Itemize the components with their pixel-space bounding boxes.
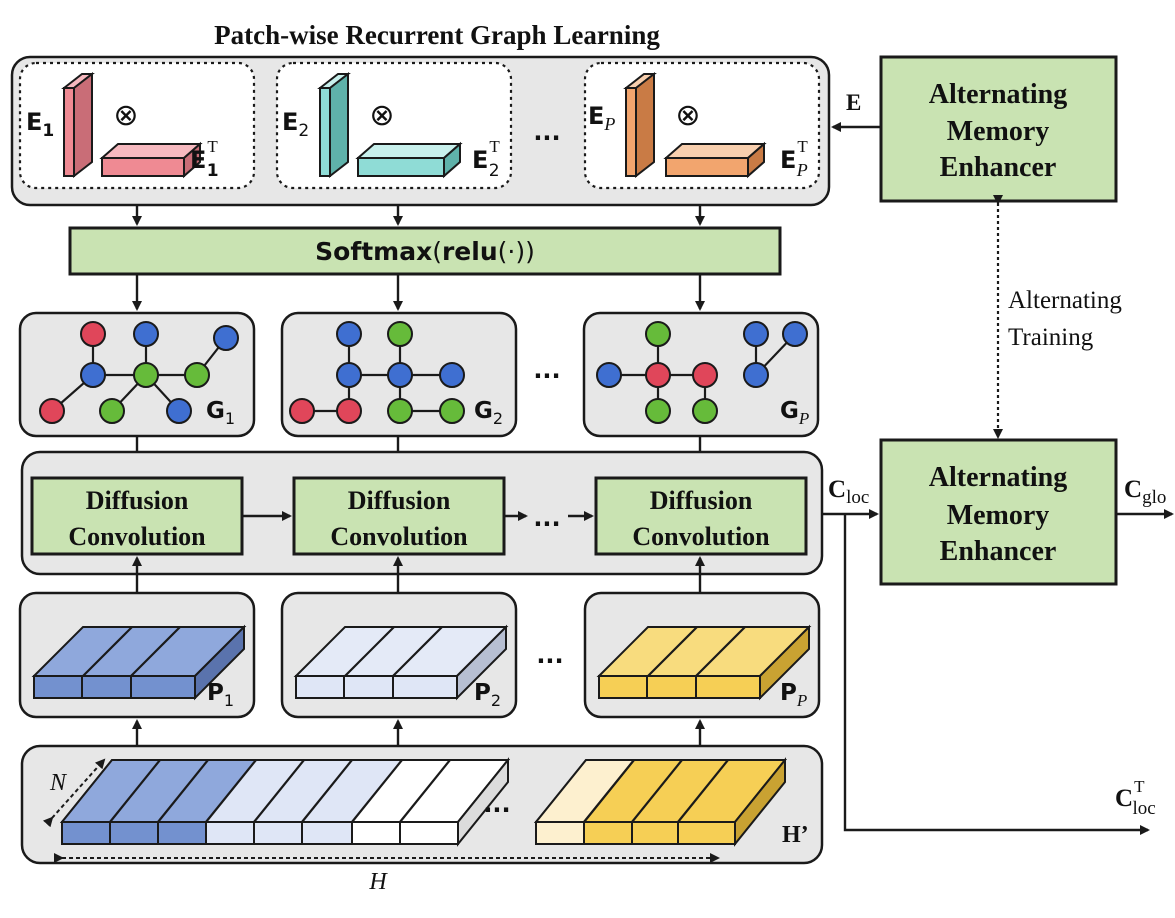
patch-label: P	[780, 680, 797, 706]
svg-text:Cglo: Cglo	[1124, 476, 1166, 508]
c-glo-label: C	[1124, 476, 1142, 503]
svg-text:G1: G1	[206, 398, 235, 428]
graph-label: G	[780, 398, 799, 424]
alternating-training-line1: Alternating	[1008, 287, 1122, 314]
graph-panel-2: G2	[280, 311, 518, 438]
embedding-transpose-label: E	[472, 146, 488, 174]
hidden-representation-label: H’	[782, 822, 809, 848]
dimension-n-label: N	[49, 770, 68, 796]
embedding-transpose-sub: 1	[207, 161, 219, 181]
c-glo-subscript: glo	[1142, 487, 1166, 508]
patch-panel-p: PP	[583, 591, 821, 719]
diffusion-label-line1: Diffusion	[348, 486, 451, 515]
hidden-panel: ... N H H’	[20, 744, 824, 895]
diffusion-label-line2: Convolution	[632, 522, 770, 551]
c-loc-t-superscript: T	[1134, 777, 1145, 796]
memory-enhancer-top	[879, 55, 1118, 203]
patch-subscript: 1	[224, 691, 234, 710]
diffusion-ellipsis: ...	[533, 504, 560, 532]
softmax-label: Softmax	[315, 237, 432, 266]
embedding-subscript: 1	[42, 121, 54, 141]
embedding-label: E	[588, 102, 604, 130]
embedding-transpose-sup: T	[207, 137, 218, 156]
diffusion-label-line1: Diffusion	[86, 486, 189, 515]
memory-enhancer-bottom-line1: Alternating	[929, 462, 1067, 493]
embedding-transpose-sup: T	[797, 137, 808, 156]
memory-enhancer-top-line3: Enhancer	[940, 152, 1057, 183]
c-loc-label: C	[828, 476, 846, 503]
otimes-symbol: ⊗	[675, 98, 700, 133]
embedding-label: E	[26, 108, 42, 136]
graph-panel-1: G1	[18, 311, 256, 438]
embedding-e-label: E	[846, 90, 861, 115]
graph-subscript: 1	[225, 409, 235, 428]
diffusion-block-2	[292, 476, 506, 556]
diffusion-label-line1: Diffusion	[650, 486, 753, 515]
memory-enhancer-top-line1: Alternating	[929, 79, 1067, 110]
svg-text:P1: P1	[207, 680, 234, 710]
embedding-subscript: 2	[298, 121, 309, 141]
relu-argument: (·))	[498, 237, 535, 266]
svg-text:PP: PP	[780, 680, 807, 710]
embedding-transpose-sub: P	[796, 160, 808, 180]
svg-text:ET1: ET 1	[190, 137, 219, 181]
alternating-training-line2: Training	[1008, 324, 1094, 351]
graph-ellipsis: ...	[533, 356, 560, 384]
softmax-paren: (	[432, 237, 442, 266]
memory-enhancer-bottom	[879, 438, 1118, 586]
diffusion-label-line2: Convolution	[68, 522, 206, 551]
svg-text:E1: E1	[26, 108, 54, 141]
embedding-transpose-label: E	[780, 146, 796, 174]
embedding-subscript: P	[603, 114, 615, 134]
svg-text:G2: G2	[474, 398, 503, 428]
graph-panel-p: GP	[582, 311, 820, 438]
svg-text:Softmax(relu(·)): Softmax(relu(·))	[315, 237, 535, 266]
graph-subscript: 2	[493, 409, 503, 428]
svg-text:GP: GP	[780, 398, 809, 428]
diffusion-block-1	[30, 476, 244, 556]
diagram-title: Patch-wise Recurrent Graph Learning	[214, 20, 660, 50]
diffusion-label-line2: Convolution	[330, 522, 468, 551]
otimes-symbol: ⊗	[369, 98, 394, 133]
graph-label: G	[474, 398, 493, 424]
svg-text:ETP: ETP	[780, 137, 808, 180]
patch-subscript: P	[796, 691, 807, 710]
graph-label: G	[206, 398, 225, 424]
diffusion-block-p	[594, 476, 808, 556]
graph-subscript: P	[798, 409, 809, 428]
c-loc-t-label: C	[1115, 785, 1133, 812]
svg-text:P2: P2	[474, 680, 501, 710]
memory-enhancer-bottom-line3: Enhancer	[940, 536, 1057, 567]
patch-panel-2: P2	[280, 591, 518, 719]
softmax-block	[68, 226, 782, 276]
memory-enhancer-top-line2: Memory	[947, 116, 1050, 147]
patch-label: P	[207, 680, 224, 706]
c-loc-subscript: loc	[846, 487, 869, 508]
svg-text:E2: E2	[282, 108, 309, 141]
c-loc-t-subscript: loc	[1132, 798, 1155, 819]
patch-ellipsis: ...	[536, 641, 563, 669]
dimension-h-label: H	[368, 869, 388, 895]
embedding-transpose-label: E	[190, 146, 206, 174]
patch-label: P	[474, 680, 491, 706]
memory-enhancer-bottom-line2: Memory	[947, 500, 1050, 531]
patch-subscript: 2	[491, 691, 501, 710]
svg-text:ET2: ET 2	[472, 137, 500, 181]
embedding-transpose-sub: 2	[489, 161, 500, 181]
otimes-symbol: ⊗	[113, 98, 138, 133]
embedding-label: E	[282, 108, 298, 136]
patch-panel-1: P1	[18, 591, 256, 719]
embedding-transpose-sup: T	[489, 137, 500, 156]
hidden-ellipsis: ...	[483, 790, 510, 818]
embedding-ellipsis: ...	[533, 118, 560, 146]
svg-text:EP: EP	[588, 102, 615, 134]
relu-label: relu	[442, 237, 498, 266]
svg-text:Cloc: Cloc	[828, 476, 869, 508]
